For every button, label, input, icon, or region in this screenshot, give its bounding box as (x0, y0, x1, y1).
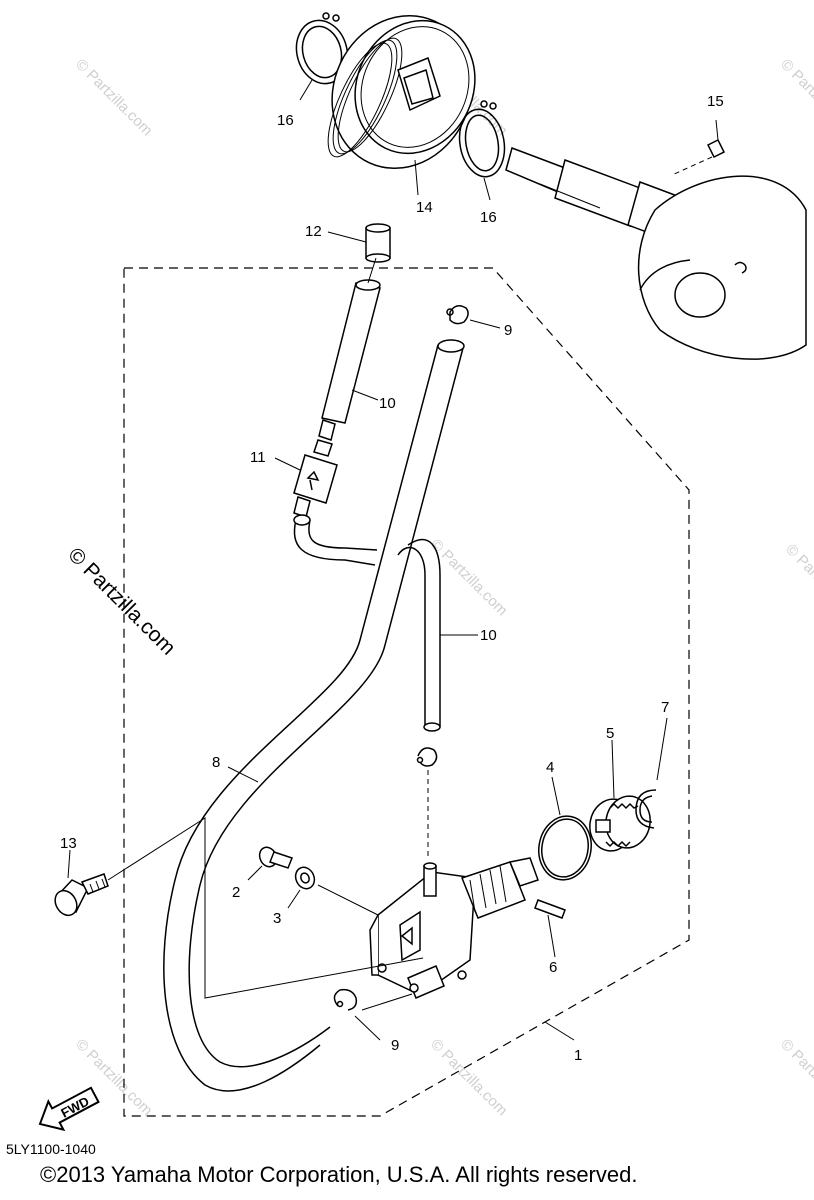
copyright-notice: ©2013 Yamaha Motor Corporation, U.S.A. A… (40, 1162, 638, 1187)
watermark-repeat: © Partzilla.com (427, 1036, 510, 1119)
e-clip-7 (635, 789, 657, 829)
check-valve-11 (293, 419, 338, 518)
bolt-2 (258, 846, 293, 869)
callout-labels: 16 14 16 15 12 9 10 11 10 7 5 8 4 13 2 3… (60, 93, 724, 1064)
circlip-16-left (295, 12, 349, 85)
hose-clamp-9-upper (446, 305, 469, 325)
callout-5: 5 (606, 725, 614, 742)
assembly-boundary (123, 267, 690, 1117)
callout-2: 2 (232, 884, 240, 901)
dowel-pin-15 (671, 119, 726, 176)
callout-6: 6 (549, 959, 557, 976)
pulley-14 (327, 14, 476, 170)
watermark-repeat: © Partzilla.com (777, 1036, 814, 1119)
callout-10-upper: 10 (379, 395, 396, 412)
gear-5 (589, 795, 651, 852)
hose-8 (163, 339, 465, 1092)
watermark-repeat: © Partzilla.com (782, 541, 814, 624)
callout-10-right: 10 (480, 627, 497, 644)
o-ring-4 (538, 815, 592, 881)
pin-6 (534, 899, 566, 919)
callout-9-upper: 9 (504, 322, 512, 339)
watermark-repeat: © Partzilla.com (777, 56, 814, 139)
callout-4: 4 (546, 759, 554, 776)
watermark-repeat: © Partzilla.com (72, 56, 155, 139)
hose-clamp-upper-pump (416, 747, 438, 767)
pump-body (369, 857, 539, 999)
callout-8: 8 (212, 754, 220, 771)
watermark-main: © Partzilla.com (63, 543, 179, 659)
callout-16-left: 16 (277, 112, 294, 129)
circlip-16-right (458, 100, 506, 178)
bolt-13-leader (107, 817, 424, 999)
drawing-code: 5LY1100-1040 (6, 1141, 96, 1157)
fwd-label: FWD (58, 1093, 91, 1120)
fwd-arrow-icon: FWD (38, 1086, 100, 1132)
callout-13: 13 (60, 835, 77, 852)
callout-3: 3 (273, 910, 281, 927)
callout-16-right: 16 (480, 209, 497, 226)
callout-12: 12 (305, 223, 322, 240)
hose-short (293, 519, 376, 566)
hose-10-upper (321, 257, 381, 424)
callout-11: 11 (250, 449, 266, 466)
cap-12 (365, 223, 391, 263)
callout-14: 14 (416, 199, 433, 216)
callout-15: 15 (707, 93, 724, 110)
callout-1: 1 (574, 1047, 582, 1064)
washer-3 (294, 866, 316, 890)
hose-clamp-9-lower (333, 988, 358, 1011)
bolt-13 (54, 873, 109, 917)
hose-10-right (397, 538, 441, 732)
callout-7: 7 (661, 699, 669, 716)
callout-9-lower: 9 (391, 1037, 399, 1054)
crankshaft (505, 147, 807, 360)
